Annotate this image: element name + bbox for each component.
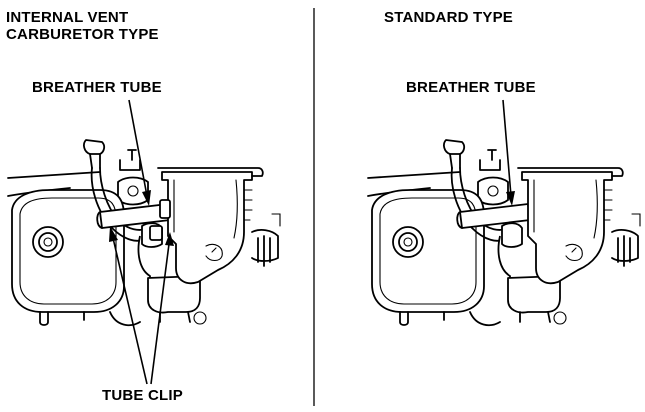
- right-engine-illustration: [367, 139, 641, 327]
- left-tube-clip-lower: [149, 225, 163, 241]
- right-breather-leader: [502, 99, 515, 206]
- left-title-line2: CARBURETOR TYPE: [6, 26, 159, 43]
- left-breather-tube-label: BREATHER TUBE: [32, 79, 162, 96]
- left-tube-clip-upper: [159, 199, 171, 219]
- left-title-line1: INTERNAL VENT: [6, 9, 129, 26]
- right-breather-tube-label: BREATHER TUBE: [406, 79, 536, 96]
- left-engine-illustration: [7, 139, 281, 327]
- left-tube-clip-label: TUBE CLIP: [102, 387, 183, 404]
- right-title: STANDARD TYPE: [384, 9, 513, 26]
- left-tube-clip-leaders: [109, 226, 174, 385]
- left-breather-leader: [128, 99, 151, 206]
